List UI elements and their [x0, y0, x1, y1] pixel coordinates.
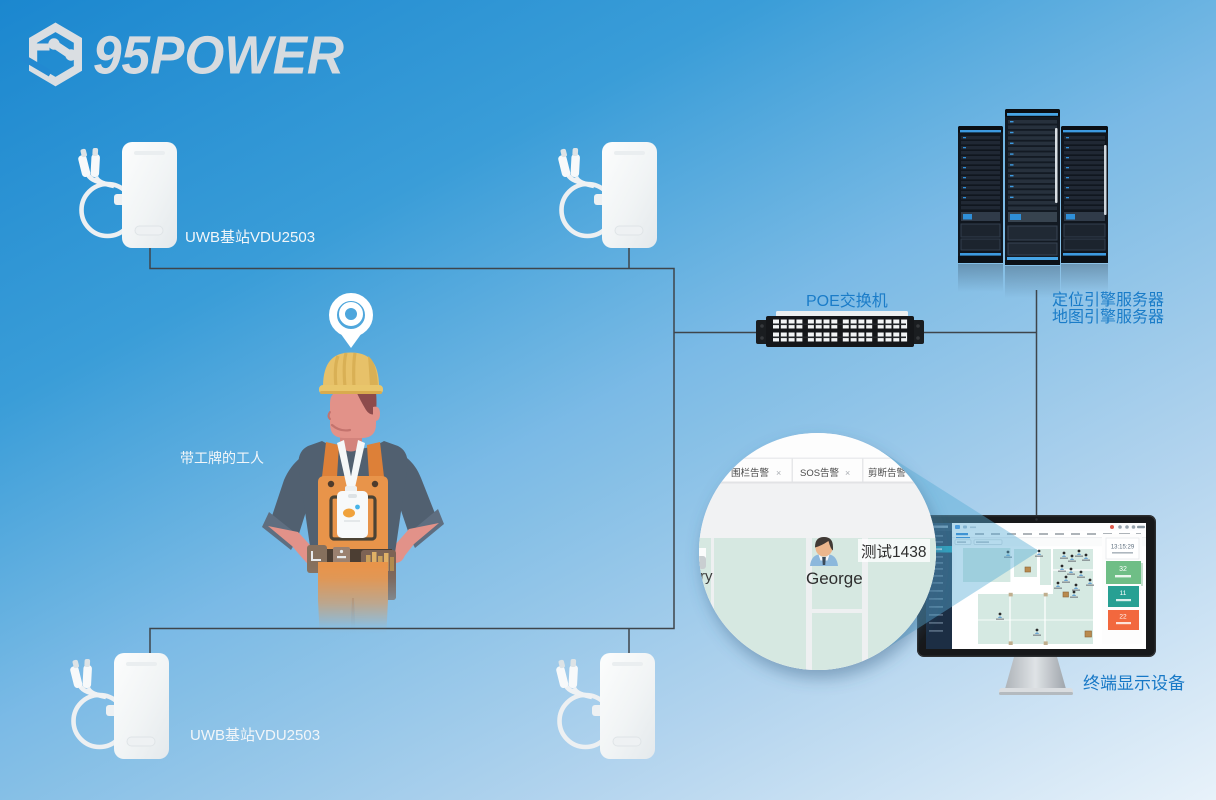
svg-text:×: × — [776, 468, 781, 478]
svg-text:UWB基站VDU2503: UWB基站VDU2503 — [185, 229, 315, 246]
svg-text:SOS告警: SOS告警 — [800, 467, 840, 479]
svg-text:POE交换机: POE交换机 — [806, 292, 888, 310]
svg-text:定位引擎服务器: 定位引擎服务器 — [1052, 291, 1164, 309]
svg-text:11: 11 — [1120, 590, 1127, 597]
svg-text:UWB基站VDU2503: UWB基站VDU2503 — [190, 727, 320, 744]
svg-text:95POWER: 95POWER — [93, 26, 344, 86]
svg-text:带工牌的工人: 带工牌的工人 — [180, 450, 264, 466]
svg-text:×: × — [845, 468, 850, 478]
svg-text:测试1438: 测试1438 — [861, 543, 926, 561]
svg-text:地图引擎服务器: 地图引擎服务器 — [1052, 308, 1164, 326]
svg-text:32: 32 — [1119, 566, 1127, 573]
svg-text:剪断告警: 剪断告警 — [868, 467, 907, 479]
svg-text:rry: rry — [695, 568, 713, 585]
svg-text:终端显示设备: 终端显示设备 — [1083, 674, 1185, 693]
svg-text:22: 22 — [1119, 614, 1127, 621]
svg-text:13:15:29: 13:15:29 — [1111, 545, 1135, 551]
svg-text:George: George — [806, 569, 863, 588]
svg-text:围栏告警: 围栏告警 — [731, 467, 770, 479]
